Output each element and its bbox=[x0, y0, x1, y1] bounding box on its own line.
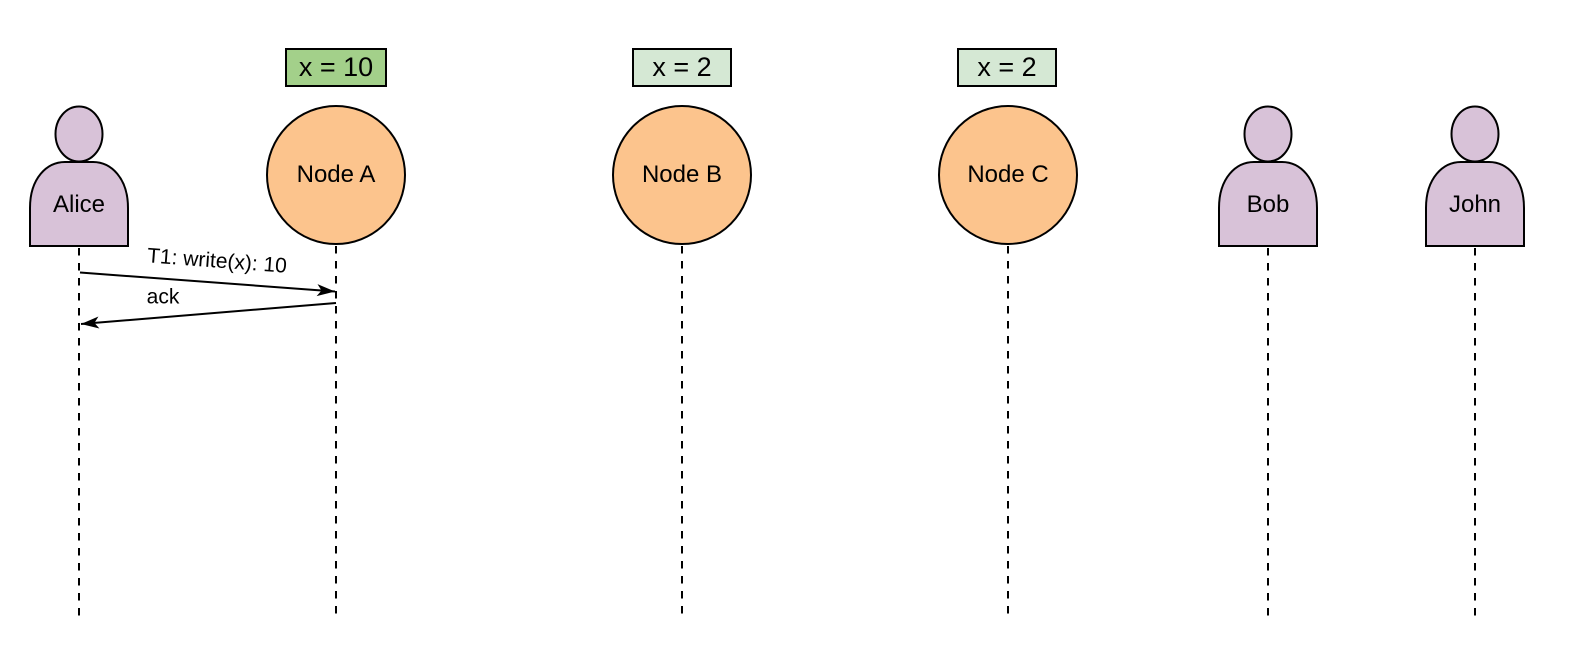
node-c-value-badge: x = 2 bbox=[957, 48, 1057, 87]
node-b-label: Node B bbox=[641, 161, 723, 188]
person-icon bbox=[1425, 105, 1525, 247]
node-b-value-badge: x = 2 bbox=[632, 48, 732, 87]
actor-john-label: John bbox=[1448, 191, 1502, 218]
actor-alice: Alice bbox=[27, 104, 131, 248]
node-a-label: Node A bbox=[296, 161, 376, 188]
actor-bob: Bob bbox=[1216, 104, 1320, 248]
message-arrow-ack bbox=[80, 302, 337, 329]
person-icon bbox=[1218, 105, 1318, 247]
actor-bob-label: Bob bbox=[1246, 191, 1290, 218]
message-label-ack: ack bbox=[146, 285, 180, 309]
node-c-label: Node C bbox=[967, 161, 1049, 188]
actor-john: John bbox=[1423, 104, 1527, 248]
node-b: Node B bbox=[612, 105, 752, 245]
person-icon bbox=[29, 105, 129, 247]
node-a-value-badge: x = 10 bbox=[285, 48, 387, 87]
node-a: Node A bbox=[266, 105, 406, 245]
node-c: Node C bbox=[938, 105, 1078, 245]
message-arrow-write bbox=[79, 271, 336, 297]
actor-alice-label: Alice bbox=[52, 191, 106, 218]
